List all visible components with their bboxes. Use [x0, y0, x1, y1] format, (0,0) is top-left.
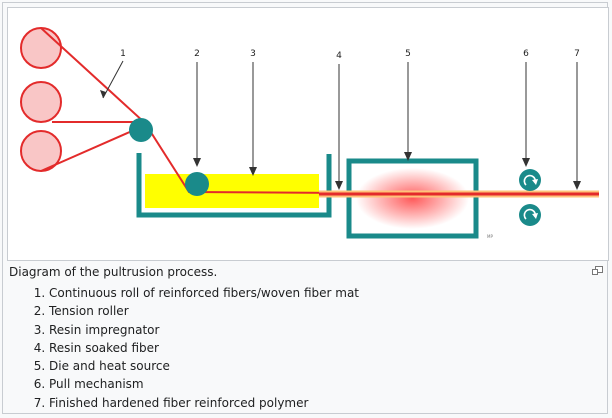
callout-line-1	[102, 60, 124, 99]
fiber-roll-middle	[20, 81, 62, 123]
process-steps-list: Continuous roll of reinforced fibers/wov…	[9, 284, 605, 412]
arrowhead-icon	[335, 181, 343, 190]
list-item: Resin soaked fiber	[49, 339, 605, 357]
fiber-strand-top	[40, 27, 146, 124]
list-item: Continuous roll of reinforced fibers/wov…	[49, 284, 605, 302]
impregnator-roller	[185, 172, 209, 196]
caption-title: Diagram of the pultrusion process.	[9, 265, 218, 279]
arrowhead-icon	[249, 167, 257, 176]
arrowhead-icon	[100, 90, 106, 98]
list-item: Die and heat source	[49, 357, 605, 375]
callout-label-7: 7	[574, 49, 580, 59]
diagram-canvas: 1 2 3 4 5 6 7 MP	[20, 27, 599, 239]
heat-zone	[356, 168, 469, 229]
list-item: Tension roller	[49, 302, 605, 320]
resin-tank	[136, 153, 332, 218]
resin-bath	[145, 174, 319, 208]
list-item: Finished hardened fiber reinforced polym…	[49, 394, 605, 412]
rotate-arrowhead-icon	[532, 179, 538, 185]
fiber-roll-top	[20, 27, 62, 69]
callout-label-1: 1	[120, 49, 126, 59]
callout-label-4: 4	[336, 51, 342, 61]
figure-caption: Diagram of the pultrusion process. Conti…	[9, 264, 605, 412]
diagram-credit: MP	[487, 234, 493, 239]
arrowhead-icon	[193, 158, 201, 167]
puller-top	[519, 169, 541, 191]
callout-label-3: 3	[250, 49, 256, 59]
list-item: Resin impregnator	[49, 321, 605, 339]
fiber-strand-bottom	[40, 126, 142, 172]
list-item: Pull mechanism	[49, 375, 605, 393]
arrowhead-icon	[573, 181, 581, 190]
puller-bottom	[519, 204, 541, 226]
arrowhead-icon	[522, 158, 530, 167]
callout-label-2: 2	[194, 49, 200, 59]
die-housing	[346, 158, 479, 239]
figure-thumbnail: 1 2 3 4 5 6 7 MP Diagram of the pultrusi…	[2, 2, 609, 414]
callout-label-5: 5	[405, 49, 411, 59]
pultrusion-diagram[interactable]: 1 2 3 4 5 6 7 MP	[7, 7, 609, 261]
tension-roller	[129, 118, 153, 142]
arrowhead-icon	[404, 152, 412, 161]
callout-label-6: 6	[523, 49, 529, 59]
magnify-clip-icon[interactable]	[592, 266, 603, 275]
rotate-arrowhead-icon	[532, 213, 538, 219]
